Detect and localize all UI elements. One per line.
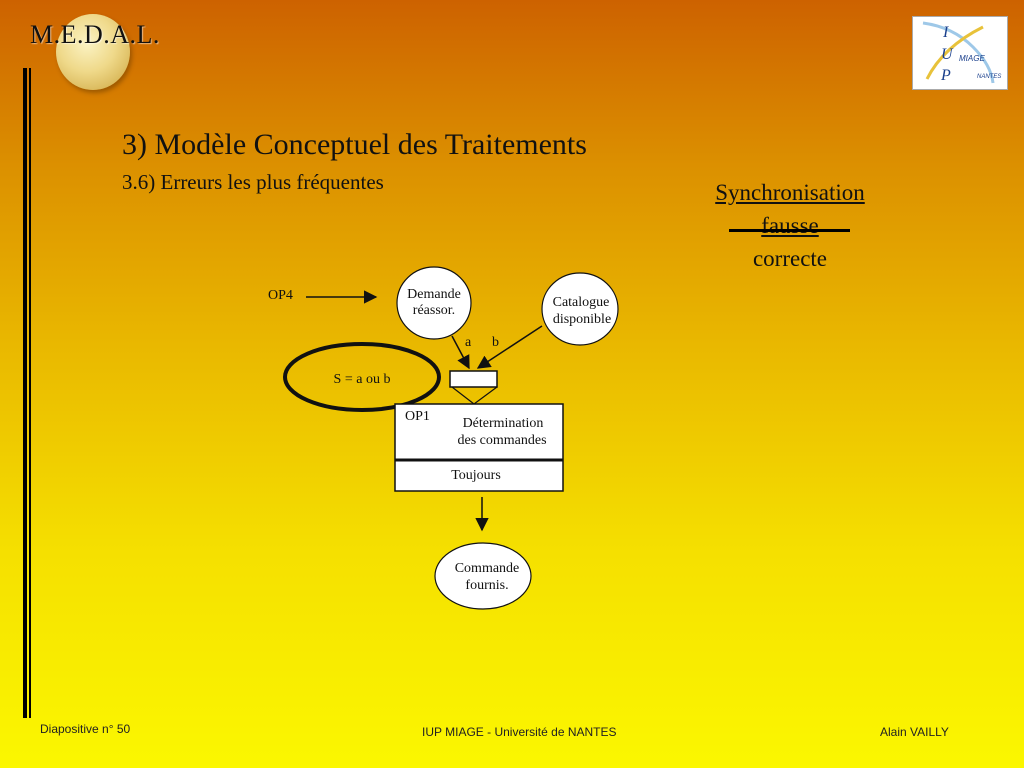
arrow-a xyxy=(451,335,470,370)
event-catalogue-line2: disponible xyxy=(553,312,611,327)
slide-subtitle: 3.6) Erreurs les plus fréquentes xyxy=(122,170,384,194)
iup-logo-icon: I U P MIAGE NANTES xyxy=(922,21,1001,84)
event-catalogue-line1: Catalogue xyxy=(553,295,610,310)
sync-correct: correcte xyxy=(752,246,828,271)
op1-label: OP1 xyxy=(405,409,430,424)
logo-letter-p: P xyxy=(940,67,951,84)
arrow-b xyxy=(476,325,543,369)
op4-label: OP4 xyxy=(268,288,293,303)
event-demande-line2: réassor. xyxy=(413,303,455,318)
operation-line2: des commandes xyxy=(457,433,546,448)
sync-box xyxy=(449,370,498,388)
header-title: M.E.D.A.L. xyxy=(30,20,160,49)
operation-line1: Détermination xyxy=(463,416,544,431)
footer-institution: IUP MIAGE - Université de NANTES xyxy=(422,725,617,739)
operation-op1 xyxy=(394,403,564,492)
logo-letter-u: U xyxy=(941,46,954,63)
logo-word-miage: MIAGE xyxy=(959,54,985,63)
sync-label-b: b xyxy=(492,335,499,350)
event-commande-line2: fournis. xyxy=(465,578,508,593)
slide-title: 3) Modèle Conceptuel des Traitements xyxy=(122,128,587,161)
event-demande xyxy=(396,266,472,340)
event-commande xyxy=(434,542,532,610)
event-demande-line1: Demande xyxy=(407,287,461,302)
event-commande-line1: Commande xyxy=(455,561,520,576)
sync-label-a: a xyxy=(465,335,472,350)
footer-author: Alain VAILLY xyxy=(880,725,949,739)
sync-funnel xyxy=(451,386,498,405)
logo-word-nantes: NANTES xyxy=(977,74,1001,80)
sync-condition-text: S = a ou b xyxy=(334,372,391,387)
left-bar-thin xyxy=(29,68,31,718)
left-bar-thick xyxy=(23,68,27,718)
event-catalogue xyxy=(541,272,619,346)
logo-letter-i: I xyxy=(942,24,949,41)
medal-coin-icon xyxy=(56,14,130,90)
sync-title: Synchronisation xyxy=(715,180,865,205)
sync-wrong: fausse xyxy=(761,213,819,238)
footer-slide-number: Diapositive n° 50 xyxy=(40,722,131,736)
sync-strike-line xyxy=(729,229,850,232)
emission-rule: Toujours xyxy=(451,468,501,483)
sync-condition-ellipse xyxy=(283,342,441,412)
iup-logo: I U P MIAGE NANTES xyxy=(912,16,1008,90)
